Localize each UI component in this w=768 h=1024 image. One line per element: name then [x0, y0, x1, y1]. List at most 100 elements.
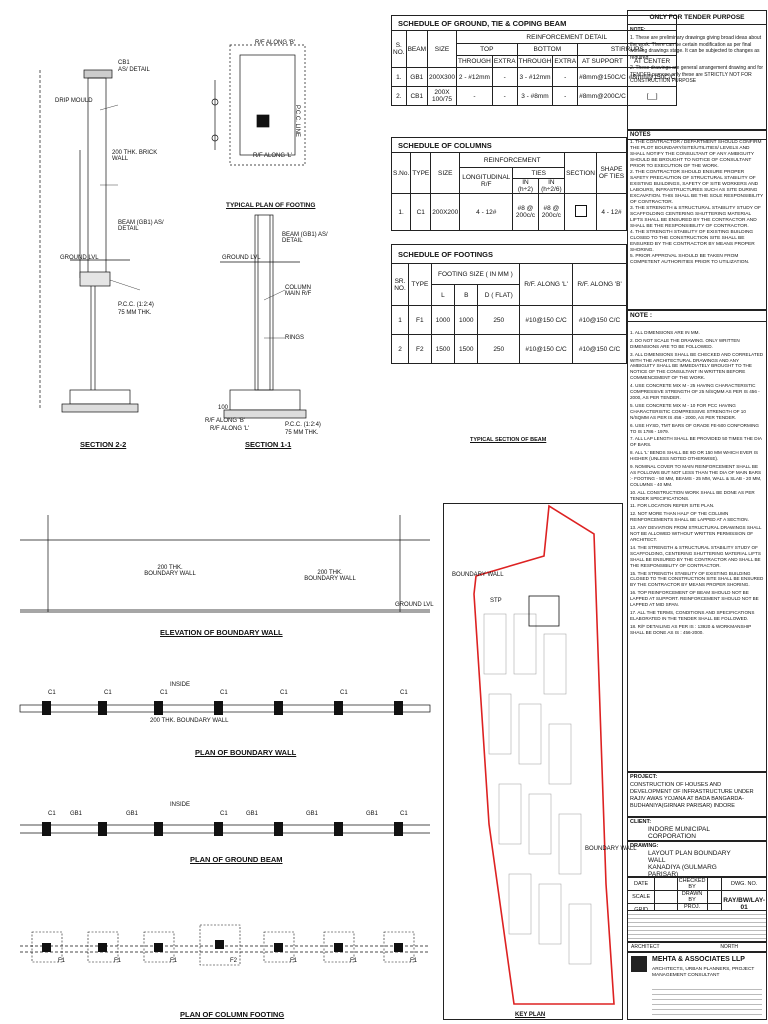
- cell: 2 - #12mm: [456, 67, 493, 87]
- cell: 200X 100/75: [426, 86, 458, 106]
- cell: 2: [391, 334, 409, 364]
- c1-w2: C1: [104, 690, 112, 696]
- gb1-5: GB1: [366, 811, 379, 817]
- cell: -: [552, 67, 579, 87]
- inside-label-2: INSIDE: [170, 802, 191, 808]
- note-b-15: 15. THE STRENGTH STABILITY OF EXISTING B…: [630, 570, 764, 588]
- company-name: MEHTA & ASSOCIATES LLP: [652, 956, 745, 963]
- c1-w6: C1: [340, 690, 348, 696]
- project-box: PROJECT: CONSTRUCTION OF HOUSES AND DEVE…: [627, 772, 767, 817]
- drawing-line-2: KANADIYA (GULMARG PARISAR): [648, 864, 717, 878]
- notes-head: NOTES: [628, 131, 766, 140]
- note-b-3: 3. ALL DIMENSIONS SHALL BE CHECKED AND C…: [630, 351, 764, 381]
- note-b-5: 5. USE CONCRETE MIX M - 10 FOR PCC HAVIN…: [630, 402, 746, 420]
- note-b-18: 18. R/F DETAILING AS PER IS : 13920 & WO…: [630, 623, 752, 635]
- note-b-14: 14. THE STRENGTH & STRUCTURAL STABILITY …: [630, 544, 761, 568]
- plan-wall-label: 200 THK. BOUNDARY WALL: [150, 718, 229, 724]
- f2-1: F2: [230, 958, 238, 964]
- cell: 2.: [391, 86, 407, 106]
- client-name: INDORE MUNICIPAL CORPORATION: [648, 826, 710, 840]
- th-reinf: REINFORCEMENT: [459, 152, 566, 168]
- pcc-line-label: P.C.C. LINE: [294, 105, 300, 137]
- key-plan-frame: [443, 503, 623, 1020]
- drawing-box: DRAWING: LAYOUT PLAN BOUNDARY WALL KANAD…: [627, 841, 767, 878]
- cell: 200X300: [426, 67, 458, 87]
- key-boundary-label-1: BOUNDARY WALL: [452, 572, 504, 578]
- pcc-thk-label-2: 75 MM THK.: [285, 430, 319, 436]
- column-schedule-table: SCHEDULE OF COLUMNS S.No. TYPE SIZE REIN…: [390, 137, 627, 231]
- tb-scale: SCALE: [626, 890, 656, 904]
- note-a-3: 3. THE STRENGTH & STRUCTURAL STABILITY S…: [630, 206, 761, 229]
- drawing-head: DRAWING:: [630, 843, 659, 849]
- c1-w4: C1: [220, 690, 228, 696]
- cell: F1: [408, 305, 432, 335]
- th-srno: SR. NO.: [391, 263, 409, 306]
- th-long: LONGITUDINAL R/F: [459, 167, 514, 194]
- note-b-13: 13. ANY DEVIATION FROM STRUCTURAL DRAWIN…: [630, 525, 762, 542]
- cell: F2: [408, 334, 432, 364]
- cell: #8mm@200C/C: [577, 86, 628, 106]
- cell: #10@150 C/C: [519, 305, 574, 335]
- note-a-2: 2. THE CONTRACTOR SHOULD ENSURE PROPER S…: [630, 170, 764, 205]
- th-ties-b: IN (h÷2/6): [537, 178, 566, 194]
- f1-2: F1: [114, 958, 122, 964]
- dim-100-label: 100: [218, 405, 229, 411]
- th-type: TYPE: [410, 152, 432, 194]
- tender-title: ONLY FOR TENDER PURPOSE: [628, 11, 766, 25]
- table-row: 1. GB1 200X300 2 - #12mm - 3 - #12mm - #…: [391, 67, 678, 87]
- plans-drawing: [19, 515, 431, 966]
- company-logo-icon: [631, 956, 647, 972]
- cell: 250: [477, 334, 521, 364]
- c1-b1: C1: [48, 811, 56, 817]
- f1-3: F1: [170, 958, 178, 964]
- cell: #10@150 C/C: [572, 305, 627, 335]
- table-row: 2 F2 1500 1500 250 #10@150 C/C #10@150 C…: [391, 334, 627, 364]
- table-row: 2. CB1 200X 100/75 - - 3 - #8mm - #8mm@2…: [391, 86, 678, 106]
- drip-mould-label: DRIP MOULD: [55, 98, 93, 104]
- th-rfl: R/F. ALONG 'L': [519, 263, 574, 306]
- cell: GB1: [405, 67, 428, 87]
- th-sno: S.No.: [390, 152, 412, 194]
- th-size: SIZE: [426, 30, 458, 68]
- f1-6: F1: [410, 958, 418, 964]
- project-head: PROJECT:: [630, 774, 658, 780]
- ground-level-label: GROUND LVL: [60, 255, 99, 261]
- f1-5: F1: [350, 958, 358, 964]
- note-b-12: 12. NOT MORE THAN HALF OF THE COLUMN REI…: [630, 511, 749, 523]
- c1-w1: C1: [48, 690, 56, 696]
- cell: #10@150 C/C: [519, 334, 574, 364]
- notes-2-box: NOTE : 1. ALL DIMENSIONS ARE IN MM. 2. D…: [627, 310, 767, 772]
- c1-w3: C1: [160, 690, 168, 696]
- column-section-icon: [574, 205, 587, 217]
- rf-b-label-2: R/F ALONG 'B': [205, 418, 245, 424]
- c1-w7: C1: [400, 690, 408, 696]
- cell: 4 - 12#: [459, 193, 514, 231]
- th-top-through: THROUGH: [456, 55, 493, 68]
- note-b-6: 6. USE HYSD, TMT BARS OF GRADE FE-500 CO…: [630, 422, 759, 434]
- rf-along-b-label: R/F ALONG 'B': [255, 40, 295, 46]
- f1-1: F1: [58, 958, 66, 964]
- cell: #8 @ 200c/c: [537, 193, 566, 231]
- th-support: AT SUPPORT: [577, 55, 628, 68]
- note-b-17: 17. ALL THE TERMS, CONDITIONS AND SPECIF…: [630, 609, 755, 621]
- tender-note-1: 1. These are preliminary drawings giving…: [630, 35, 762, 61]
- c1-b2: C1: [220, 811, 228, 817]
- th-d: D ( FLAT): [477, 284, 521, 306]
- tb-checked: CHECKED BY: [676, 877, 708, 891]
- note-b-8: 8. ALL 'L' BENDS SHALL BE 9D OR 150 MM W…: [630, 450, 759, 462]
- th-shape: SHAPE OF TIES: [596, 152, 627, 194]
- gb1-1: GB1: [70, 811, 83, 817]
- key-plan-drawing: [473, 504, 615, 1005]
- plan-beam-title: PLAN OF GROUND BEAM: [190, 855, 283, 864]
- column-schedule-title: SCHEDULE OF COLUMNS: [391, 137, 627, 153]
- section-symbol: [564, 193, 597, 231]
- th-rfb: R/F. ALONG 'B': [572, 263, 627, 306]
- note-b-10: 10. ALL CONSTRUCTION WORK SHALL BE DONE …: [630, 489, 755, 501]
- as-detail-label: AS/ DETAIL: [118, 67, 150, 73]
- cell: C1: [410, 193, 432, 231]
- cell: 1.: [390, 193, 412, 231]
- cell: 4 - 12#: [596, 193, 627, 231]
- north-label: NORTH: [720, 944, 738, 950]
- note-b-1: 1. ALL DIMENSIONS ARE IN MM.: [630, 329, 700, 335]
- client-box: CLIENT: INDORE MUNICIPAL CORPORATION: [627, 817, 767, 841]
